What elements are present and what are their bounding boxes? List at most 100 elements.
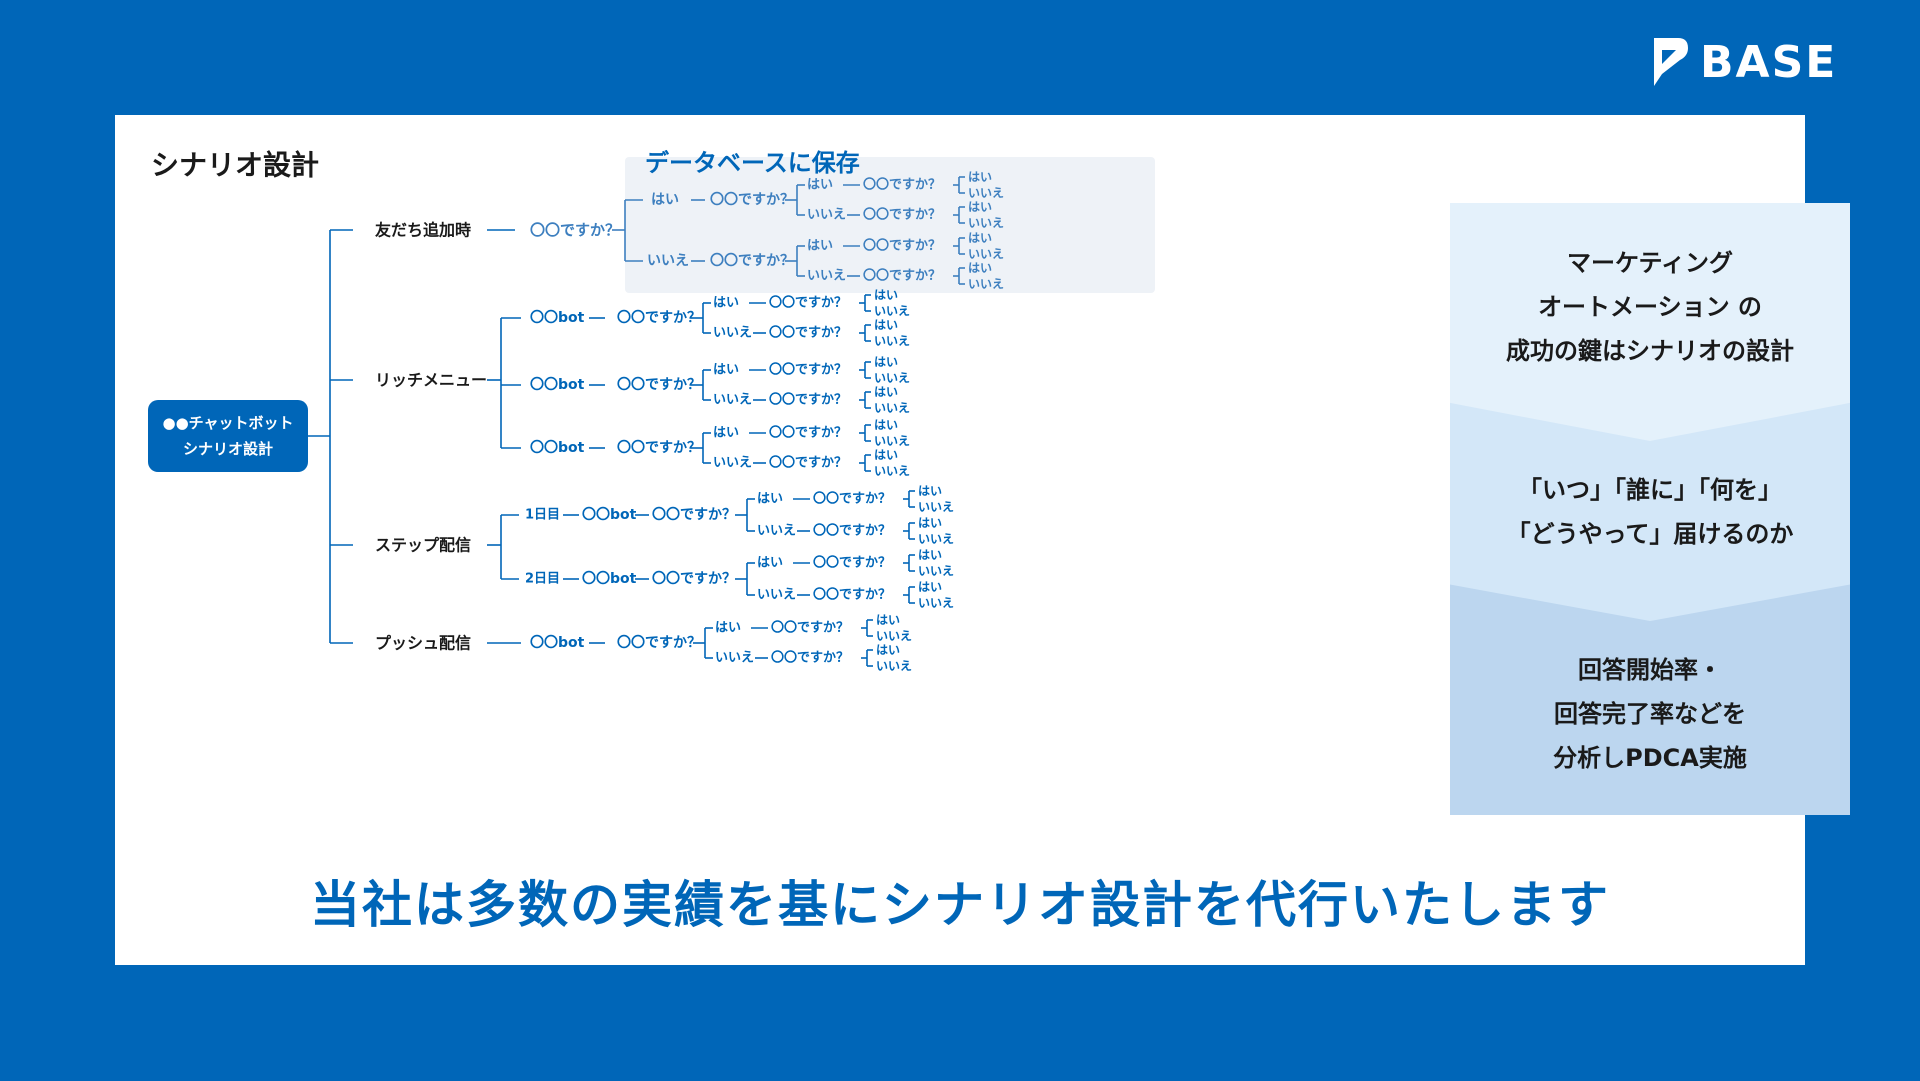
category-3: プッシュ配信	[375, 634, 471, 653]
brand-name: BASE	[1700, 36, 1838, 88]
question-node: 〇〇ですか？	[769, 425, 847, 441]
step-box-3: 回答開始率・回答完了率などを分析しPDCA実施	[1450, 573, 1850, 815]
step-line: 「どうやって」届けるのか	[1506, 520, 1794, 548]
day-node: 2日目	[525, 572, 560, 587]
leaf-yes: はい	[968, 170, 992, 184]
content-card: シナリオ設計データベースに保存●●チャットボットシナリオ設計友だち追加時リッチメ…	[115, 115, 1850, 965]
answer-no: いいえ	[757, 524, 796, 539]
question-node: 〇〇ですか？	[771, 650, 849, 666]
step-line: マーケティング	[1566, 249, 1734, 277]
leaf-yes: はい	[918, 548, 942, 562]
bot-node: 〇〇bot	[582, 506, 637, 523]
category-0: 友だち追加時	[375, 221, 471, 240]
base-logo: BASE	[1648, 30, 1848, 94]
root-label-line1: ●●チャットボット	[162, 414, 293, 432]
bot-node: 〇〇bot	[530, 376, 585, 393]
leaf-no: いいえ	[874, 371, 910, 385]
bot-node: 〇〇bot	[530, 309, 585, 326]
answer-yes: はい	[757, 556, 783, 571]
answer-yes: はい	[807, 239, 833, 254]
question-node: 〇〇ですか？	[863, 207, 941, 223]
leaf-no: いいえ	[968, 216, 1004, 230]
question-node: 〇〇ですか？	[769, 325, 847, 341]
step-line: 分析しPDCA実施	[1553, 744, 1747, 772]
question-node: 〇〇ですか？	[769, 455, 847, 471]
leaf-no: いいえ	[874, 464, 910, 478]
leaf-yes: はい	[874, 288, 898, 302]
question-node: 〇〇ですか？	[652, 570, 736, 587]
answer-no: いいえ	[807, 208, 846, 223]
leaf-no: いいえ	[968, 277, 1004, 291]
step-line: 成功の鍵はシナリオの設計	[1506, 337, 1794, 365]
question-node: 〇〇ですか？	[617, 309, 701, 326]
question-node: 〇〇ですか？	[769, 295, 847, 311]
answer-yes: はい	[713, 363, 739, 378]
question-node: 〇〇ですか？	[617, 634, 701, 651]
scenario-diagram: シナリオ設計データベースに保存●●チャットボットシナリオ設計友だち追加時リッチメ…	[148, 149, 1155, 673]
leaf-yes: はい	[874, 355, 898, 369]
leaf-no: いいえ	[968, 186, 1004, 200]
answer-no: いいえ	[807, 269, 846, 284]
question-node: 〇〇ですか？	[863, 238, 941, 254]
step-line: 回答開始率・	[1578, 656, 1722, 684]
diagram-title: シナリオ設計	[151, 149, 319, 182]
leaf-no: いいえ	[874, 334, 910, 348]
leaf-no: いいえ	[918, 500, 954, 514]
question-node: 〇〇ですか？	[813, 491, 891, 507]
bot-node: 〇〇bot	[530, 634, 585, 651]
leaf-yes: はい	[876, 643, 900, 657]
answer-yes: はい	[651, 192, 679, 208]
leaf-yes: はい	[918, 484, 942, 498]
question-node: 〇〇ですか？	[813, 523, 891, 539]
answer-yes: はい	[807, 178, 833, 193]
leaf-yes: はい	[968, 261, 992, 275]
leaf-yes: はい	[874, 418, 898, 432]
question-node: 〇〇ですか？	[769, 392, 847, 408]
question-node: 〇〇ですか？	[769, 362, 847, 378]
answer-yes: はい	[757, 492, 783, 507]
leaf-no: いいえ	[874, 434, 910, 448]
category-2: ステップ配信	[375, 536, 471, 555]
question-node: 〇〇ですか？	[652, 506, 736, 523]
leaf-yes: はい	[918, 580, 942, 594]
leaf-yes: はい	[874, 385, 898, 399]
root-label-line2: シナリオ設計	[183, 440, 273, 458]
question-node: 〇〇ですか？	[863, 268, 941, 284]
question-node: 〇〇ですか？	[710, 191, 794, 208]
step-line: 「いつ」「誰に」「何を」	[1518, 476, 1782, 504]
answer-no: いいえ	[713, 393, 752, 408]
answer-yes: はい	[715, 621, 741, 636]
answer-no: いいえ	[647, 253, 689, 269]
leaf-no: いいえ	[876, 629, 912, 643]
bot-node: 〇〇bot	[530, 439, 585, 456]
day-node: 1日目	[525, 508, 560, 523]
leaf-no: いいえ	[918, 596, 954, 610]
leaf-yes: はい	[874, 448, 898, 462]
root-node	[148, 400, 308, 472]
answer-yes: はい	[713, 426, 739, 441]
answer-no: いいえ	[715, 651, 754, 666]
leaf-no: いいえ	[876, 659, 912, 673]
base-logo-icon	[1654, 38, 1688, 86]
question-node: 〇〇ですか？	[813, 555, 891, 571]
step-line: 回答完了率などを	[1554, 700, 1746, 728]
tagline: 当社は多数の実績を基にシナリオ設計を代行いたします	[310, 876, 1610, 934]
leaf-no: いいえ	[918, 532, 954, 546]
leaf-yes: はい	[968, 200, 992, 214]
answer-no: いいえ	[757, 588, 796, 603]
leaf-no: いいえ	[874, 304, 910, 318]
leaf-yes: はい	[968, 231, 992, 245]
answer-yes: はい	[713, 296, 739, 311]
question-node: 〇〇ですか？	[617, 376, 701, 393]
question-node: 〇〇ですか？	[863, 177, 941, 193]
question-node: 〇〇ですか？	[530, 221, 620, 239]
leaf-yes: はい	[874, 318, 898, 332]
question-node: 〇〇ですか？	[617, 439, 701, 456]
question-node: 〇〇ですか？	[710, 252, 794, 269]
database-area	[625, 157, 1155, 293]
steps-panel: マーケティングオートメーション の成功の鍵はシナリオの設計「いつ」「誰に」「何を…	[1450, 203, 1850, 815]
leaf-yes: はい	[876, 613, 900, 627]
leaf-yes: はい	[918, 516, 942, 530]
bot-node: 〇〇bot	[582, 570, 637, 587]
answer-no: いいえ	[713, 326, 752, 341]
